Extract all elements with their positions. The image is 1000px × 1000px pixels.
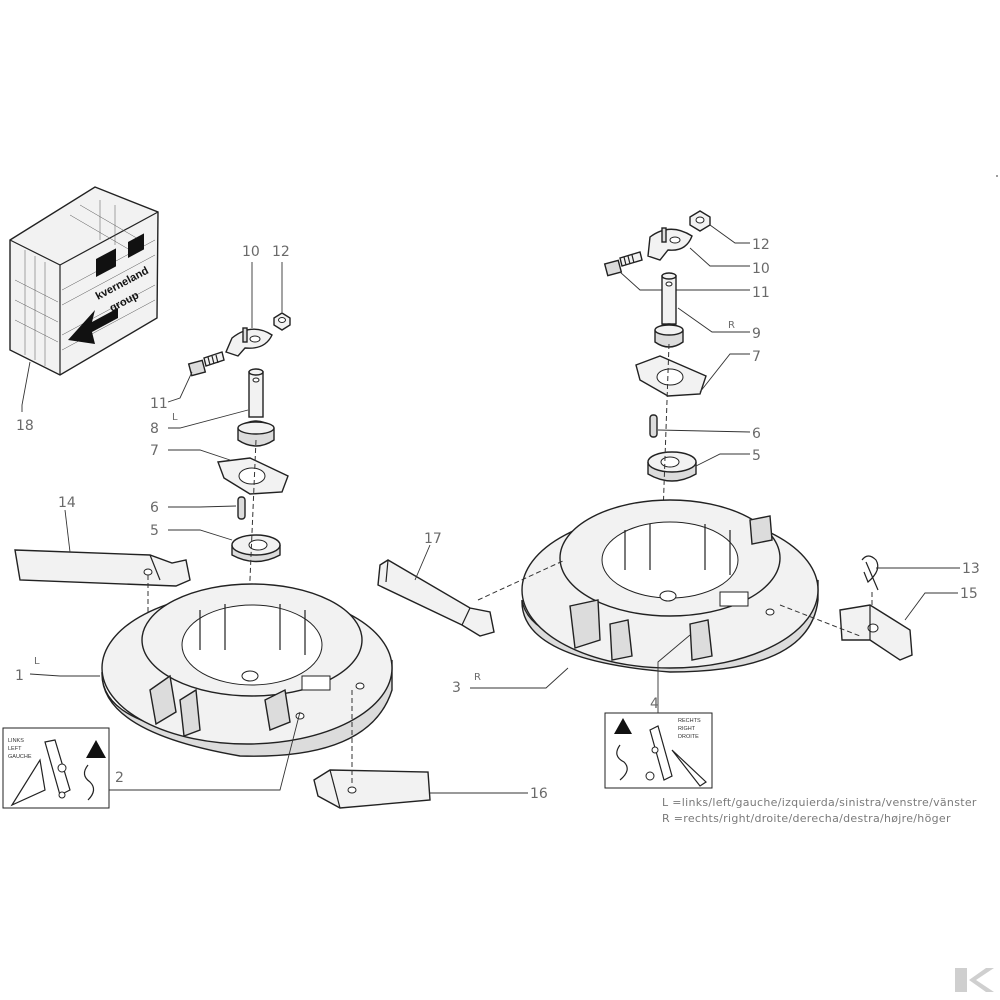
decal-left-line2: LEFT	[8, 746, 22, 752]
decal-left-line1: LINKS	[8, 738, 24, 744]
side-mark-left-disc: L	[34, 656, 40, 667]
callout-16: 16	[530, 786, 548, 802]
legend-right: R =rechts/right/droite/derecha/destra/hø…	[662, 812, 951, 825]
blade-left-14	[14, 549, 191, 587]
callout-9: 9	[752, 326, 761, 342]
callout-12-right: 12	[752, 237, 770, 253]
callout-1: 1	[15, 668, 24, 684]
side-mark-right-disc: R	[474, 672, 481, 683]
callout-6-left: 6	[150, 500, 159, 516]
spring-clip	[861, 555, 879, 591]
warning-triangle-icon	[86, 740, 106, 758]
lock-plate-left	[225, 327, 273, 357]
callout-17: 17	[424, 531, 442, 547]
callout-5-left: 5	[150, 523, 159, 539]
callout-7-right: 7	[752, 349, 761, 365]
cutter-disc-left	[101, 583, 393, 757]
lock-plate-right	[647, 227, 693, 261]
callout-10-right: 10	[752, 261, 770, 277]
blade-holder	[839, 604, 913, 661]
decal-left: LINKS LEFT GAUCHE	[2, 727, 110, 809]
nut-right	[689, 210, 711, 232]
callout-8: 8	[150, 421, 159, 437]
k-logo-icon	[955, 968, 994, 992]
callout-18: 18	[16, 418, 34, 434]
decal-right-line1: RECHTS	[678, 718, 701, 724]
callout-2: 2	[115, 770, 124, 786]
cutter-disc-right	[521, 499, 819, 673]
decal-right-line3: DROITE	[678, 734, 699, 740]
packaging-box: kverneland group	[9, 186, 159, 412]
callout-14: 14	[58, 495, 76, 511]
warning-triangle-icon	[614, 718, 632, 734]
callout-3: 3	[452, 680, 461, 696]
blade-left-16	[313, 769, 431, 809]
callout-7-left: 7	[150, 443, 159, 459]
callout-4: 4	[650, 696, 659, 712]
bearing-shaft-right	[654, 272, 684, 348]
side-mark-left-bearing: L	[172, 412, 178, 423]
gasket-right	[635, 355, 707, 397]
callout-11-right: 11	[752, 285, 770, 301]
decal-right-line2: RIGHT	[678, 726, 696, 732]
callout-5-right: 5	[752, 448, 761, 464]
callout-11-left: 11	[150, 396, 168, 412]
side-mark-right-bearing: R	[728, 320, 735, 331]
callout-6-right: 6	[752, 426, 761, 442]
legend-left: L =links/left/gauche/izquierda/sinistra/…	[662, 796, 977, 809]
gasket-left	[217, 457, 289, 495]
callout-13: 13	[962, 561, 980, 577]
callout-12-left: 12	[272, 244, 290, 260]
screw-right	[603, 251, 643, 277]
washer-left	[231, 534, 281, 563]
pin-right	[649, 414, 658, 438]
decal-left-line3: GAUCHE	[8, 754, 32, 760]
washer-right	[647, 451, 697, 482]
callout-10-left: 10	[242, 244, 260, 260]
nut-left	[273, 312, 291, 331]
pin-left	[237, 496, 246, 520]
bearing-shaft-left	[237, 368, 275, 447]
screw-left	[187, 351, 225, 377]
callout-15: 15	[960, 586, 978, 602]
decal-right: RECHTS RIGHT DROITE	[604, 712, 713, 789]
blade-right-17	[377, 559, 495, 637]
stray-dot	[996, 175, 998, 177]
